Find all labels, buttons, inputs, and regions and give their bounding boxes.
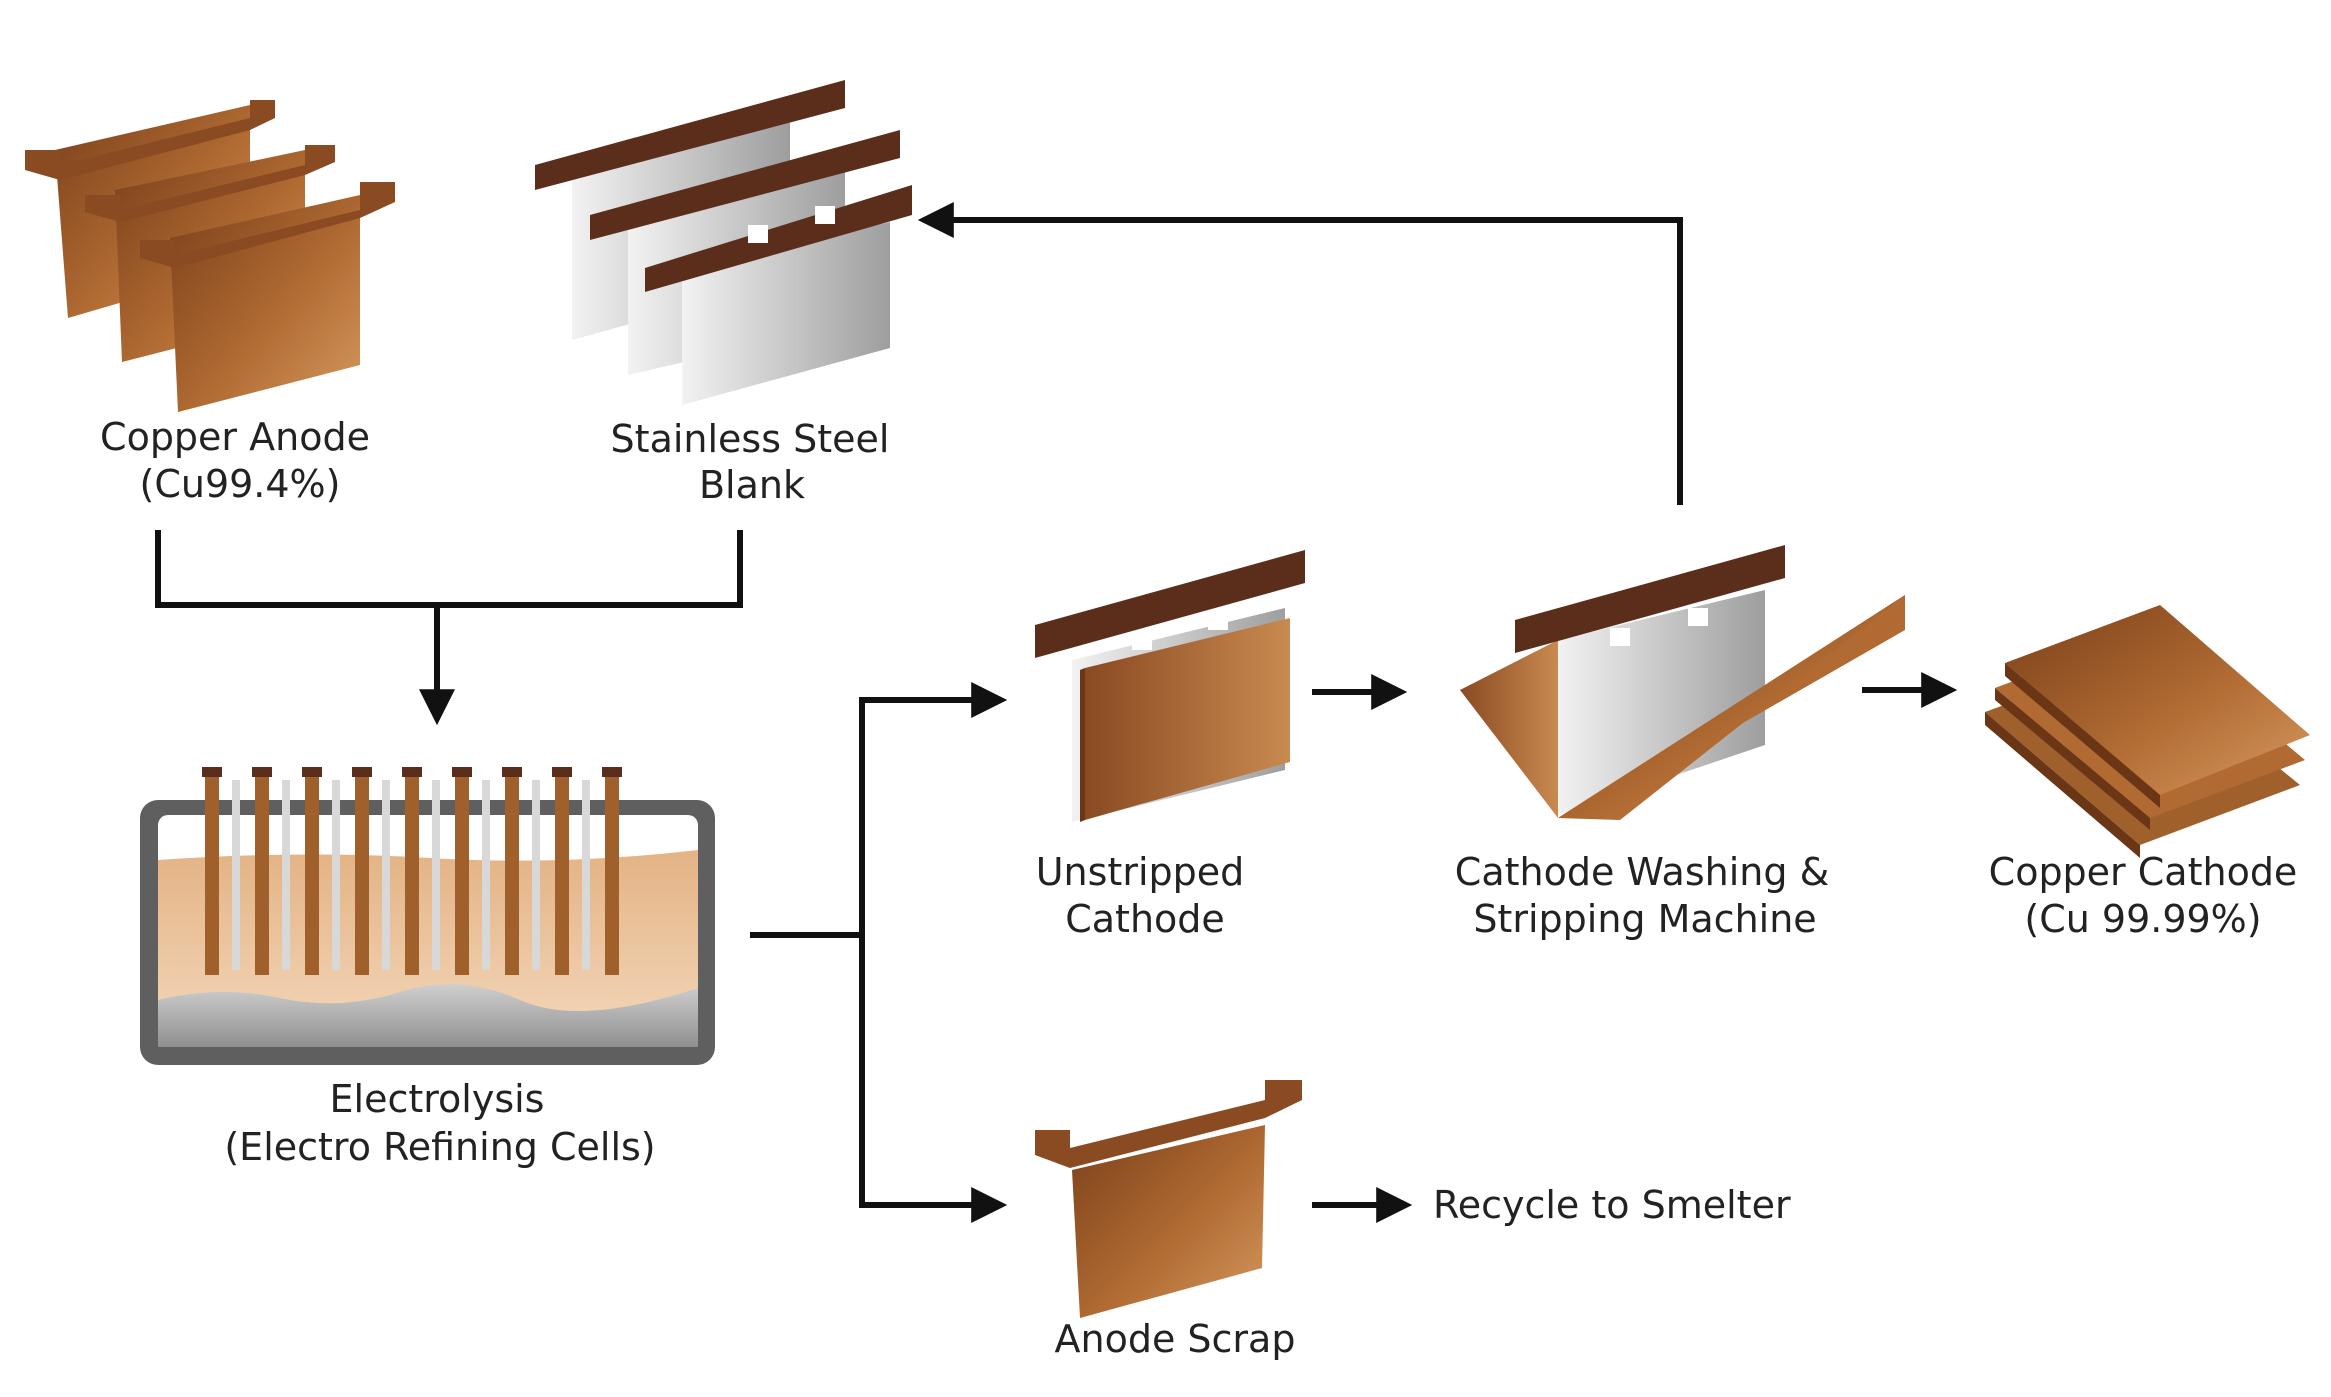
cathode-blank-plate — [232, 780, 240, 970]
copper-cathode-sheets-icon — [1985, 605, 2310, 858]
cathode-blank-plate — [482, 780, 490, 970]
unstripped-cathode-label-2: Cathode — [1065, 897, 1225, 941]
steel-blank-label-2: Blank — [699, 463, 805, 507]
unstripped-cathode-icon — [1035, 550, 1305, 822]
anode-plate-lug — [302, 767, 322, 777]
washing-machine-label-2: Stripping Machine — [1473, 897, 1816, 941]
anode-plate — [605, 775, 619, 975]
anode-plate-lug — [452, 767, 472, 777]
anode-plate-lug — [602, 767, 622, 777]
copper-cathode-purity: (Cu 99.99%) — [2024, 897, 2261, 941]
copper-anode-purity: (Cu99.4%) — [140, 462, 341, 506]
stainless-steel-blank-icon — [535, 80, 912, 405]
cathode-blank-plate — [382, 780, 390, 970]
copper-cathode-label: Copper Cathode — [1989, 850, 2298, 894]
merge-connector — [155, 530, 743, 608]
anode-plate — [405, 775, 419, 975]
anode-scrap-icon — [1035, 1080, 1302, 1318]
recycle-label: Recycle to Smelter — [1433, 1183, 1791, 1227]
unstripped-cathode-label: Unstripped — [1036, 850, 1245, 894]
cathode-blank-plate — [432, 780, 440, 970]
anode-plate — [455, 775, 469, 975]
copper-anode-icon — [25, 100, 395, 412]
anode-plate-lug — [202, 767, 222, 777]
anode-plate — [355, 775, 369, 975]
anode-plate — [555, 775, 569, 975]
anode-plate — [305, 775, 319, 975]
anode-plate-lug — [552, 767, 572, 777]
washing-machine-label: Cathode Washing & — [1455, 850, 1829, 894]
electrolysis-label: Electrolysis — [330, 1077, 545, 1121]
anode-plate-lug — [352, 767, 372, 777]
arrow-return-to-blank — [917, 202, 1683, 505]
anode-scrap-label: Anode Scrap — [1055, 1317, 1296, 1361]
electrolysis-cell-icon — [140, 767, 715, 1065]
cathode-blank-plate — [582, 780, 590, 970]
anode-plate-lug — [252, 767, 272, 777]
cathode-blank-plate — [532, 780, 540, 970]
steel-blank-label: Stainless Steel — [611, 417, 890, 461]
anode-plate — [255, 775, 269, 975]
anode-plate-lug — [402, 767, 422, 777]
anode-plate — [505, 775, 519, 975]
copper-anode-label: Copper Anode — [100, 415, 370, 459]
cathode-blank-plate — [332, 780, 340, 970]
anode-plate — [205, 775, 219, 975]
anode-plate-lug — [502, 767, 522, 777]
washing-stripping-machine-icon — [1460, 545, 1905, 820]
cathode-blank-plate — [282, 780, 290, 970]
electrolysis-sublabel: (Electro Refining Cells) — [224, 1125, 655, 1169]
